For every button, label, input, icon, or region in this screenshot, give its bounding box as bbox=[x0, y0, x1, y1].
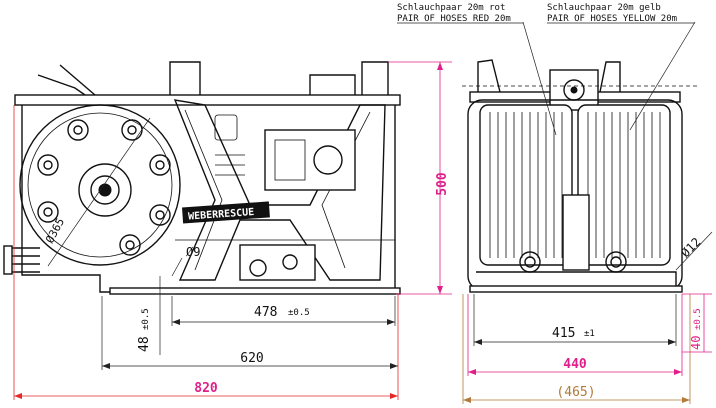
dim-415-tol: ±1 bbox=[584, 329, 595, 339]
side-view: WEBERRESCUE 500 820 620 bbox=[3, 61, 452, 400]
lever bbox=[37, 74, 86, 96]
dim-40-tol: ±0.5 bbox=[693, 308, 703, 330]
leader-red bbox=[522, 21, 557, 136]
brand-label: WEBERRESCUE bbox=[188, 207, 255, 223]
dim-48: 48 bbox=[137, 336, 152, 352]
hose-pack-yellow-ribs bbox=[587, 112, 661, 258]
brand-plate: WEBERRESCUE bbox=[182, 201, 270, 224]
dim-465: (465) bbox=[556, 385, 595, 400]
fuel-cap-block bbox=[309, 74, 356, 95]
hub-outer bbox=[78, 163, 132, 217]
leader-yellow bbox=[629, 21, 696, 131]
hose-labels: Schlauchpaar 20m rot PAIR OF HOSES RED 2… bbox=[397, 3, 695, 24]
dim-dia-365: Ø365 bbox=[43, 216, 67, 246]
top-rail bbox=[14, 94, 401, 106]
dim-40: 40 bbox=[689, 336, 703, 350]
dim-dia-9: Ø9 bbox=[186, 245, 200, 259]
top-handle-right bbox=[361, 61, 389, 95]
label-hose-red-en: PAIR OF HOSES RED 20m bbox=[397, 14, 511, 24]
lever-2 bbox=[59, 64, 96, 96]
dim-820: 820 bbox=[194, 381, 218, 396]
fitting-block bbox=[3, 245, 13, 275]
label-hose-yellow-de: Schlauchpaar 20m gelb bbox=[547, 3, 661, 13]
front-base bbox=[476, 271, 677, 290]
hose-pack-red bbox=[479, 104, 573, 266]
reel-outer bbox=[19, 104, 181, 266]
top-handle-left bbox=[169, 61, 201, 95]
frame-outline bbox=[21, 105, 396, 293]
dim-500: 500 bbox=[435, 172, 450, 196]
engine-flywheel bbox=[313, 145, 343, 175]
label-hose-red-de: Schlauchpaar 20m rot bbox=[397, 3, 505, 13]
hose-pack-yellow bbox=[577, 104, 671, 266]
dim-478-tol: ±0.5 bbox=[288, 308, 310, 318]
hose-pack-red-ribs bbox=[489, 112, 563, 258]
front-view: Ø12 415 ±1 440 (465) 40 ±0.5 bbox=[462, 21, 713, 404]
front-handle-left bbox=[477, 59, 501, 93]
dim-48-tol: ±0.5 bbox=[141, 308, 151, 330]
hub-mid bbox=[90, 175, 120, 205]
hub-center bbox=[98, 183, 112, 197]
center-bracket bbox=[562, 194, 590, 271]
valve-block bbox=[549, 69, 599, 111]
label-hose-yellow-en: PAIR OF HOSES YELLOW 20m bbox=[547, 14, 677, 24]
front-handle-right bbox=[599, 61, 621, 93]
pump-base bbox=[239, 244, 316, 281]
dim-440: 440 bbox=[563, 357, 587, 372]
reel-bolts bbox=[37, 119, 171, 256]
dim-620: 620 bbox=[240, 351, 263, 366]
hose-fittings bbox=[8, 247, 40, 273]
reel-inner bbox=[27, 112, 173, 258]
base-plate bbox=[109, 287, 401, 295]
dim-478: 478 bbox=[254, 305, 277, 320]
dim-415: 415 bbox=[552, 326, 575, 341]
